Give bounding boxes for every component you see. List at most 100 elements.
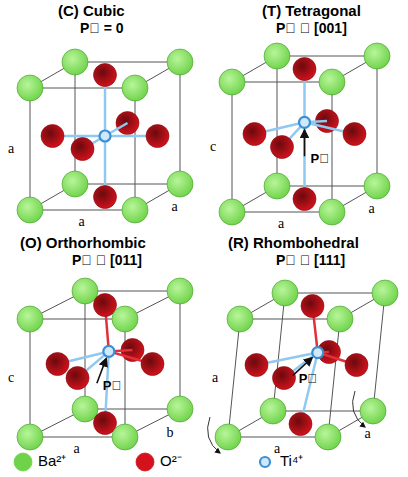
lattice-parameter: a [278,216,284,231]
cell-edge [30,437,125,438]
cell-edge [373,293,385,411]
cell-edge [240,319,340,320]
o-atom [343,123,366,146]
lattice-parameter: a [74,441,80,456]
o-atom [345,354,368,377]
angle-arc [208,417,220,453]
ba-atom [112,424,138,450]
cell-edge [232,212,332,213]
ti-atom [103,346,114,357]
ba-atom [122,197,148,223]
cell-edge [228,319,240,437]
ti-atom [299,117,310,128]
polarization-label: P⃗ [311,152,329,166]
ba-atom [167,49,193,75]
polarization-label: P⃗ [103,379,121,393]
ba-atom [17,424,43,450]
ba-atom [319,199,345,225]
ba-atom [227,306,253,332]
ba-atom [17,197,43,223]
lattice-parameter: a [8,141,14,156]
lattice-parameter: b [167,425,174,440]
ba-atom [167,396,193,422]
polarization-note: P⃗ ∥ [001] [276,21,347,36]
o-atom [66,367,89,390]
cell-edge [30,319,125,320]
cell-edge [75,62,180,63]
o-atom [46,353,69,376]
cell-edge [232,82,233,212]
lattice-parameter: a [274,441,280,456]
legend-text: Ti⁴⁺ [280,453,303,470]
ba-atom [264,43,290,69]
o-atom [94,294,117,317]
ba-atom [17,75,43,101]
polarization-note: P⃗ ∥ [011] [72,253,142,268]
phase-title: (C) Cubic [58,3,125,20]
o-atom [71,138,94,161]
angle-arc [353,391,365,427]
o-atom [146,125,169,148]
unit-cell [208,280,398,453]
legend-swatch [14,453,32,471]
cell-edge [125,319,126,437]
polarization-label: P⃗ [299,372,317,386]
lattice-parameter: a [369,201,375,216]
ba-atom [62,49,88,75]
cell-edge [180,62,181,184]
o-atom [141,353,164,376]
ba-atom [260,398,286,424]
legend-swatch [136,453,154,471]
o-atom [94,412,117,435]
unit-cell [17,278,193,450]
o-atom [289,413,312,436]
ti-atom [100,131,111,142]
lattice-parameter: c [210,139,216,154]
cell-edge [273,293,285,411]
cell-edge [285,293,385,294]
ba-atom [372,280,398,306]
ba-atom [122,75,148,101]
legend-swatch [260,457,270,467]
cell-edge [277,186,377,187]
ba-atom [315,424,341,450]
ba-atom [327,306,353,332]
o-atom [293,58,316,81]
o-atom [94,186,117,209]
ba-atom [360,398,386,424]
phase-title: (T) Tetragonal [262,3,361,20]
ba-atom [219,69,245,95]
lattice-parameter: a [172,199,178,214]
cell-edge [30,88,135,89]
cell-edge [277,56,377,57]
unit-cell [17,49,193,223]
ba-atom [272,280,298,306]
ba-atom [72,278,98,304]
o-atom [301,295,324,318]
cell-edge [85,291,180,292]
cell-edge [232,82,332,83]
lattice-parameter: a [212,370,218,385]
phase-title: (R) Rhombohedral [228,235,359,252]
polarization-note: P⃗ ∥ [111] [276,253,345,268]
o-atom [293,188,316,211]
cell-edge [332,82,333,212]
ba-atom [112,306,138,332]
cell-edge [277,56,278,186]
cell-edge [273,411,373,412]
o-atom [94,64,117,87]
cell-edge [30,319,31,437]
o-atom [271,136,294,159]
ba-atom [62,171,88,197]
cell-edge [75,62,76,184]
legend-text: Ba²⁺ [38,453,66,470]
phase-title: (O) Orthorhombic [20,235,146,252]
ba-atom [319,69,345,95]
cell-edge [30,88,31,210]
lattice-parameter: a [365,426,371,441]
ba-atom [167,278,193,304]
polarization-arrow [304,130,306,156]
unit-cell [219,43,390,225]
cell-edge [135,88,136,210]
legend-text: O²⁻ [160,453,182,470]
